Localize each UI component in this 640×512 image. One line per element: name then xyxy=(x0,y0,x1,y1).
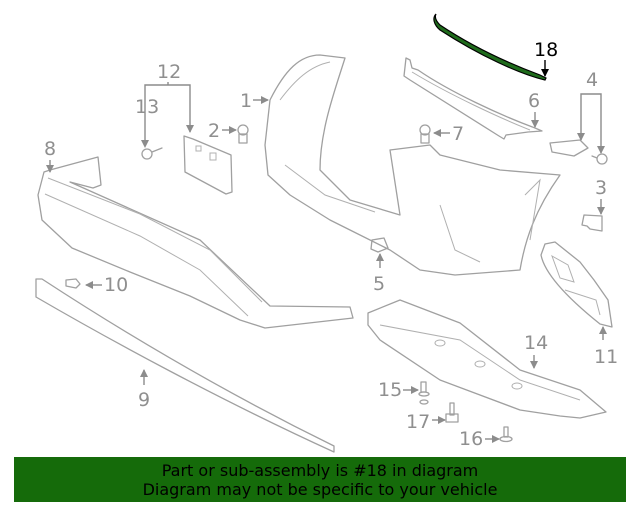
svg-text:2: 2 xyxy=(208,120,220,142)
callout-1: 1 xyxy=(240,90,269,112)
svg-text:8: 8 xyxy=(44,138,56,160)
part-2-clip[interactable] xyxy=(237,124,249,144)
callout-17: 17 xyxy=(406,411,446,433)
callout-14: 14 xyxy=(524,332,548,369)
svg-text:7: 7 xyxy=(452,123,464,145)
svg-text:4: 4 xyxy=(586,69,598,91)
info-banner: Part or sub-assembly is #18 in diagram D… xyxy=(14,457,626,502)
svg-text:12: 12 xyxy=(157,61,181,83)
svg-text:5: 5 xyxy=(373,273,385,295)
svg-text:14: 14 xyxy=(524,332,548,354)
part-12-license-bracket[interactable] xyxy=(183,135,233,195)
svg-text:9: 9 xyxy=(138,389,150,411)
callout-8: 8 xyxy=(44,138,56,173)
callout-16: 16 xyxy=(459,428,500,450)
callout-2: 2 xyxy=(208,120,237,142)
callout-11: 11 xyxy=(594,326,618,368)
part-18-molding-strip[interactable] xyxy=(433,13,547,81)
part-14-undercover[interactable] xyxy=(367,299,607,419)
callout-15: 15 xyxy=(378,379,419,401)
part-8-lower-reinforcement[interactable] xyxy=(37,156,354,329)
svg-text:18: 18 xyxy=(534,39,558,61)
svg-text:17: 17 xyxy=(406,411,430,433)
svg-text:10: 10 xyxy=(104,274,128,296)
callout-6: 6 xyxy=(528,90,540,128)
part-16-screw[interactable] xyxy=(499,426,513,443)
svg-text:13: 13 xyxy=(135,96,159,118)
part-5-clip[interactable] xyxy=(370,237,389,253)
part-3-bracket[interactable] xyxy=(581,214,603,232)
callout-12: 12 xyxy=(144,61,194,142)
callout-9: 9 xyxy=(138,369,150,411)
callout-4: 4 xyxy=(577,69,605,154)
part-4-bracket[interactable] xyxy=(549,139,608,165)
part-9-lower-molding[interactable] xyxy=(35,278,335,453)
banner-line-disclaimer: Diagram may not be specific to your vehi… xyxy=(142,480,498,499)
part-11-lamp-bezel[interactable] xyxy=(540,241,613,328)
svg-text:16: 16 xyxy=(459,428,483,450)
part-6-upper-panel[interactable] xyxy=(403,57,543,140)
svg-text:1: 1 xyxy=(240,90,252,112)
svg-text:6: 6 xyxy=(528,90,540,112)
callout-13: 13 xyxy=(135,96,159,148)
svg-text:11: 11 xyxy=(594,346,618,368)
svg-text:3: 3 xyxy=(595,177,607,199)
part-10-clip[interactable] xyxy=(65,278,81,289)
callout-10: 10 xyxy=(85,274,128,296)
callout-7: 7 xyxy=(433,123,464,145)
callout-3: 3 xyxy=(595,177,607,215)
part-1-bumper-cover[interactable] xyxy=(264,54,561,276)
callout-5: 5 xyxy=(373,253,385,295)
callout-18: 18 xyxy=(534,39,558,77)
part-7-clip[interactable] xyxy=(419,124,431,144)
part-17-bolt[interactable] xyxy=(445,402,459,423)
svg-text:15: 15 xyxy=(378,379,402,401)
part-13-screw[interactable] xyxy=(141,147,163,160)
part-15-clip[interactable] xyxy=(418,381,430,405)
banner-line-part-info: Part or sub-assembly is #18 in diagram xyxy=(161,461,479,480)
